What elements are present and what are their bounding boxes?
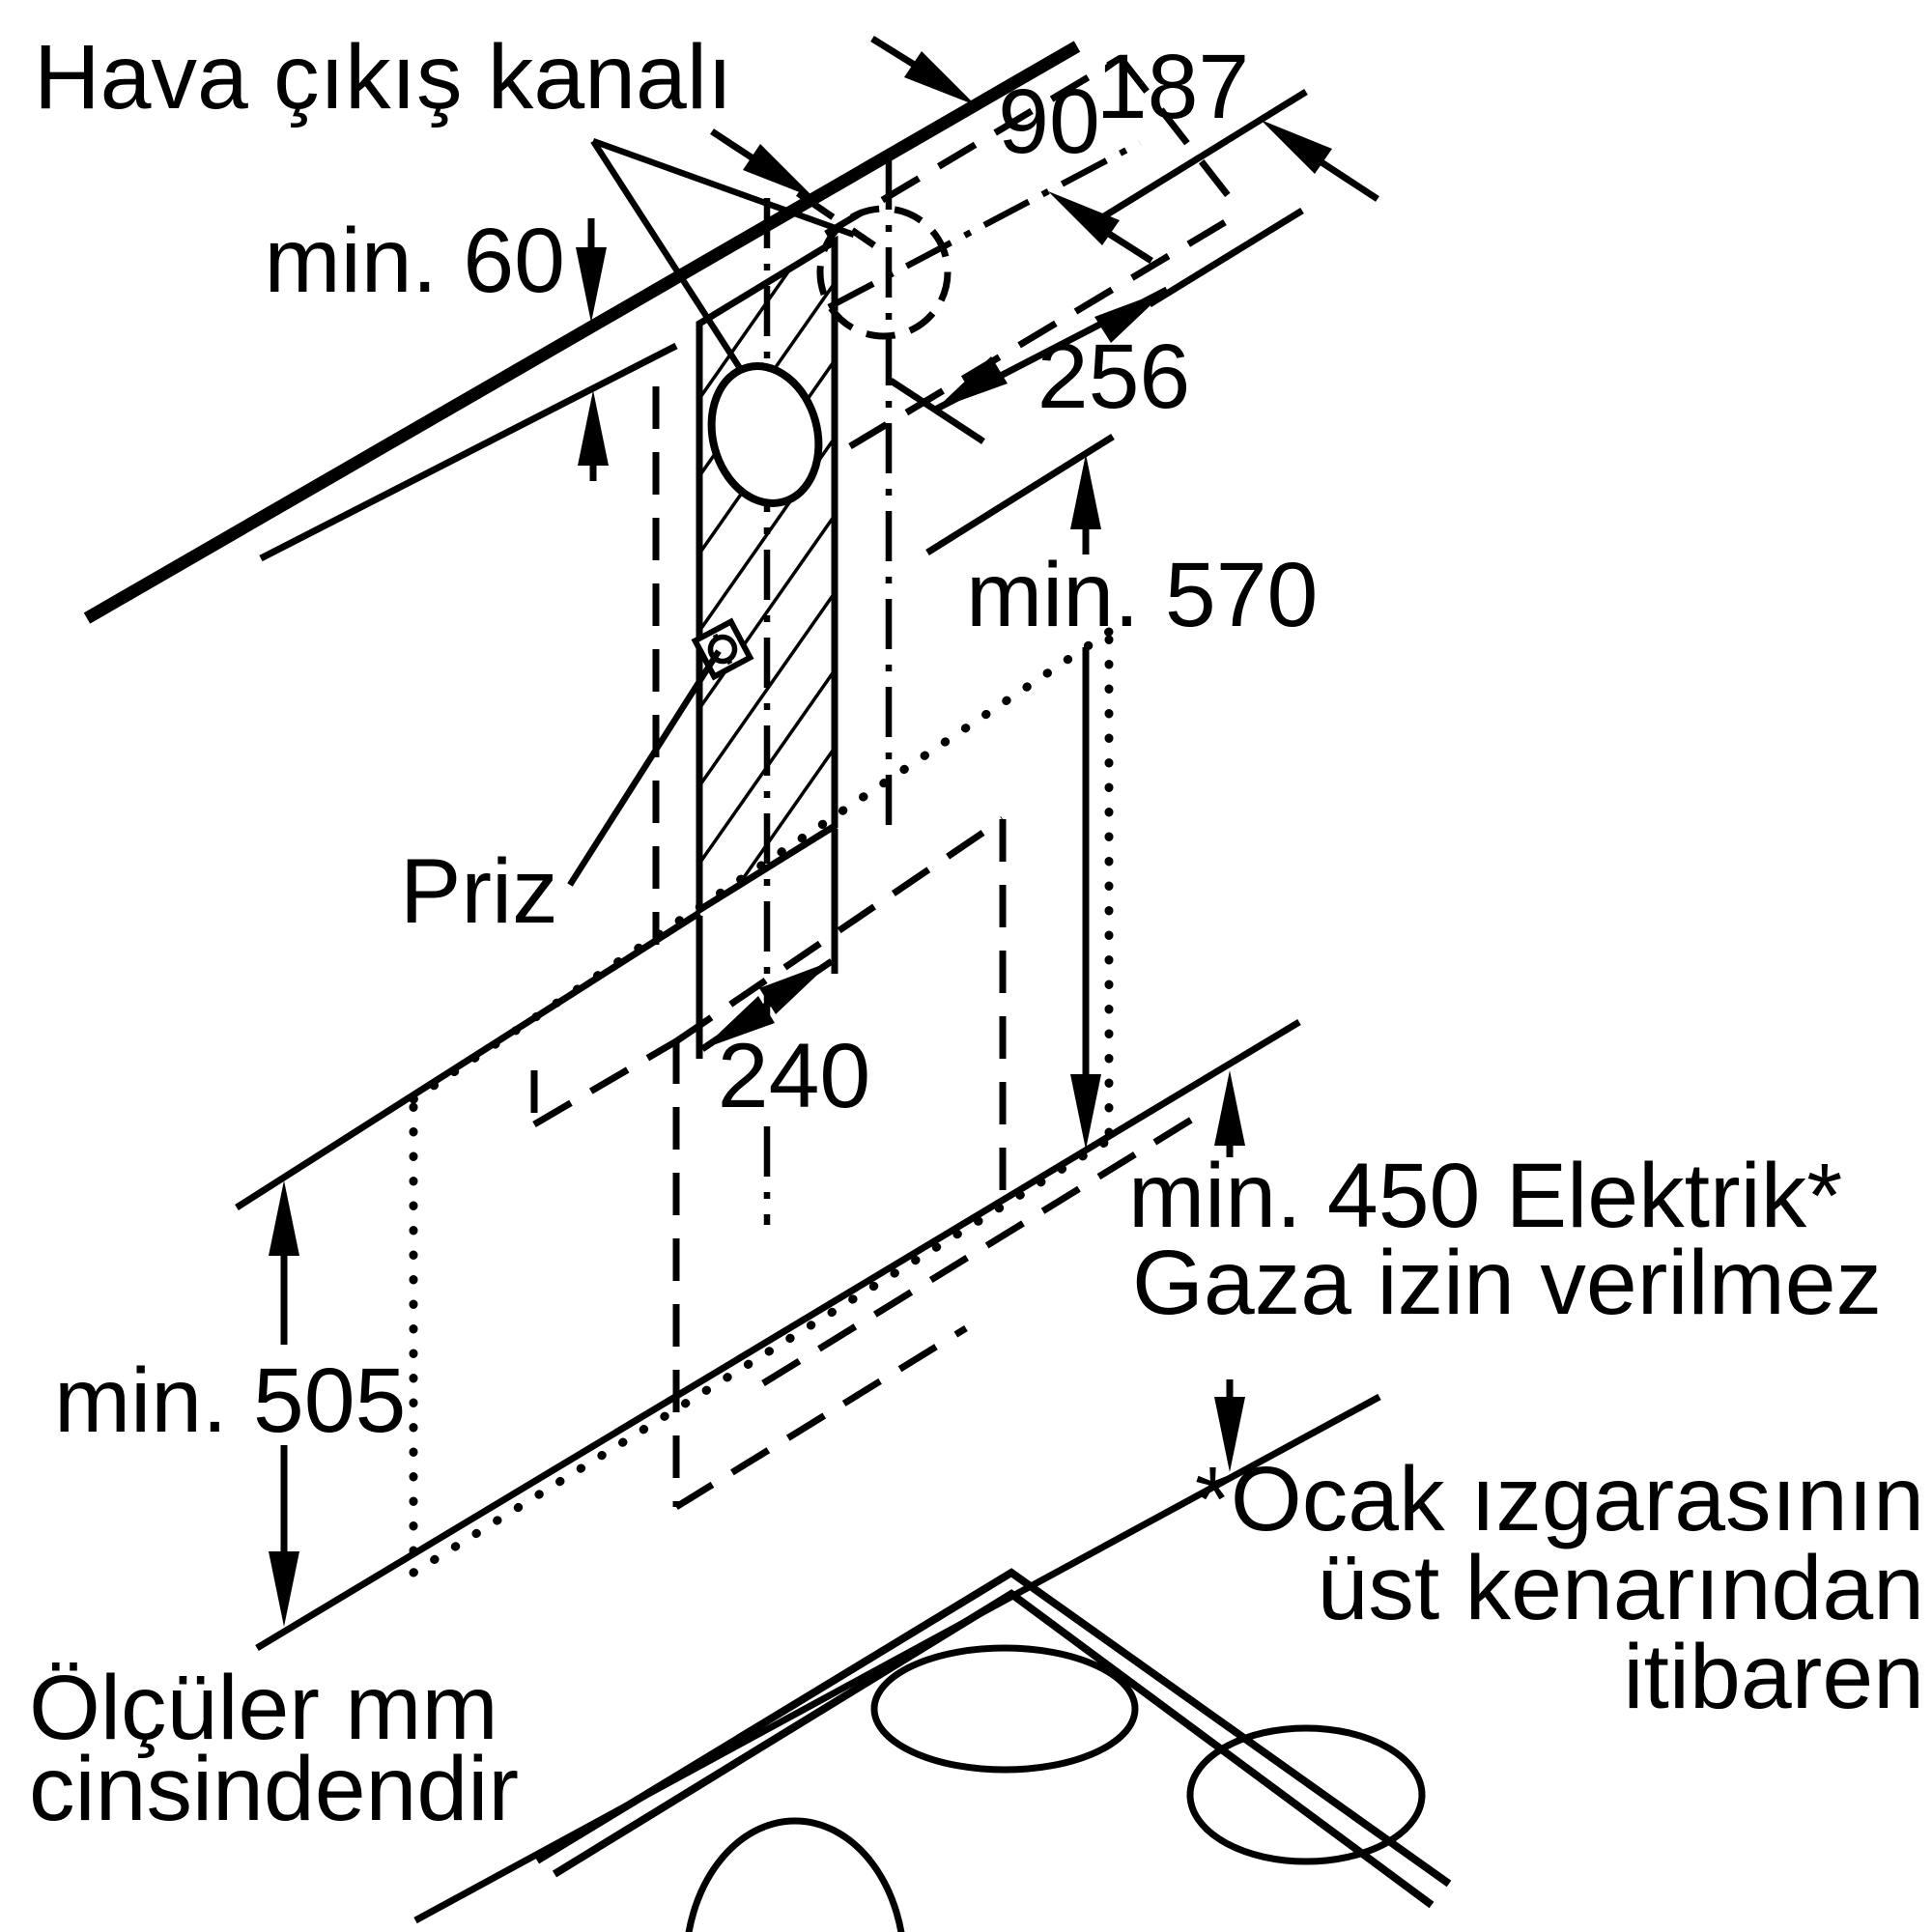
min570-arrow-up-icon [1070, 454, 1101, 529]
arrow-90-stub [1107, 231, 1153, 264]
dim-240 [696, 829, 838, 1059]
hood-corner-diagonal [532, 1037, 678, 1128]
label-min505: min. 505 [54, 1350, 406, 1452]
chimney-body [696, 235, 838, 917]
duct-box-far-edge [848, 209, 1243, 450]
dim-256 [889, 208, 1304, 444]
min60-arrow-up-icon [578, 390, 609, 466]
min505-arrow-down-icon [269, 1551, 299, 1627]
label-priz: Priz [400, 840, 558, 943]
min450-arrow-down-icon [1214, 1397, 1245, 1472]
arrow-90-icon [1048, 191, 1120, 245]
socket-notch-bottom [725, 658, 733, 666]
label-min570: min. 570 [966, 544, 1318, 646]
label-187: 187 [1096, 36, 1250, 138]
duct-box-right-edge [1118, 55, 1244, 215]
duct-box-dashed [796, 54, 1244, 450]
min570-dimension [925, 434, 1115, 1150]
label-90: 90 [998, 71, 1100, 173]
min60-arrow-down-icon [576, 247, 607, 323]
arrow-256-left-icon [935, 356, 1008, 410]
duct-axis-diagonal [827, 140, 1142, 310]
hob-grate-top-edge-line [255, 1018, 1301, 1652]
label-air-outlet-duct: Hava çıkış kanalı [34, 26, 732, 128]
arrow-to-wall-lower-stub [710, 128, 756, 162]
label-units-line2: cinsindendir [29, 1738, 519, 1840]
arrow-to-wall-upper-icon [904, 51, 976, 105]
label-min60: min. 60 [264, 210, 565, 312]
min570-arrow-down-icon [1070, 1074, 1101, 1150]
hob-rim-outer [534, 1568, 1452, 1888]
outlet-hole-ellipse [707, 362, 823, 507]
hood-bottom-edge-front [674, 1325, 968, 1510]
socket-notch-top [712, 633, 720, 640]
hood-top-edge [674, 816, 1005, 1044]
label-units-line1: Ölçüler mm [29, 1657, 498, 1759]
min450-dimension [1214, 1070, 1245, 1472]
label-footnote-line2: üst kenarından [1318, 1537, 1925, 1639]
label-footnote-line3: itibaren [1623, 1626, 1924, 1728]
dotted-bottom-diagonal [409, 1135, 1114, 1577]
min505-dimension [269, 1180, 299, 1627]
burner-right [1186, 1724, 1426, 1865]
min505-arrow-up-icon [269, 1180, 299, 1256]
chimney-hatched [691, 235, 838, 917]
burner-left [870, 1644, 1139, 1774]
ext-line-256-right [1148, 208, 1304, 307]
priz-leader-line [567, 649, 722, 887]
dim-90-187-arrows [710, 36, 1379, 264]
min450-arrow-up-icon [1214, 1070, 1245, 1146]
arrow-to-wall-lower-icon [743, 144, 814, 198]
arrow-187-icon [1261, 120, 1332, 174]
hob-rim-inner [552, 1589, 1435, 1909]
burner-front [685, 1817, 905, 1932]
dotted-top-diagonal [409, 627, 1114, 1104]
chimney-top-reference-line [259, 342, 678, 562]
label-256: 256 [1037, 326, 1191, 428]
hob [534, 1568, 1452, 1932]
label-min450-electric: min. 450 Elektrik* [1128, 1145, 1842, 1247]
hood-upper-reference-line [235, 910, 701, 1210]
arrow-240-left-icon [702, 996, 775, 1049]
cover-front-line-187 [1085, 89, 1308, 230]
arrow-to-wall-upper-stub [870, 36, 918, 69]
arrow-240-right-icon [759, 961, 832, 1014]
leader-to-duct-circle [591, 137, 856, 239]
duct-box-left-edge [796, 190, 876, 248]
label-240: 240 [718, 1025, 871, 1127]
label-footnote-line1: *Ocak ızgarasının [1195, 1448, 1924, 1550]
min60-dimension [576, 218, 609, 481]
hood-bottom-edge-back [761, 1113, 1200, 1386]
wall-line [83, 41, 1081, 624]
hood-outline-dashed [530, 386, 1200, 1510]
projection-dotted [409, 627, 1114, 1579]
duct-box-near-edge [824, 54, 1122, 238]
arrow-256-right-icon [1094, 290, 1167, 343]
duct-pipe-circle-dashed [816, 205, 952, 340]
hood-lower-edge-line [925, 434, 1115, 555]
arrow-187-stub [1320, 159, 1379, 202]
label-gas-not-allowed: Gaza izin verilmez [1132, 1232, 1882, 1334]
